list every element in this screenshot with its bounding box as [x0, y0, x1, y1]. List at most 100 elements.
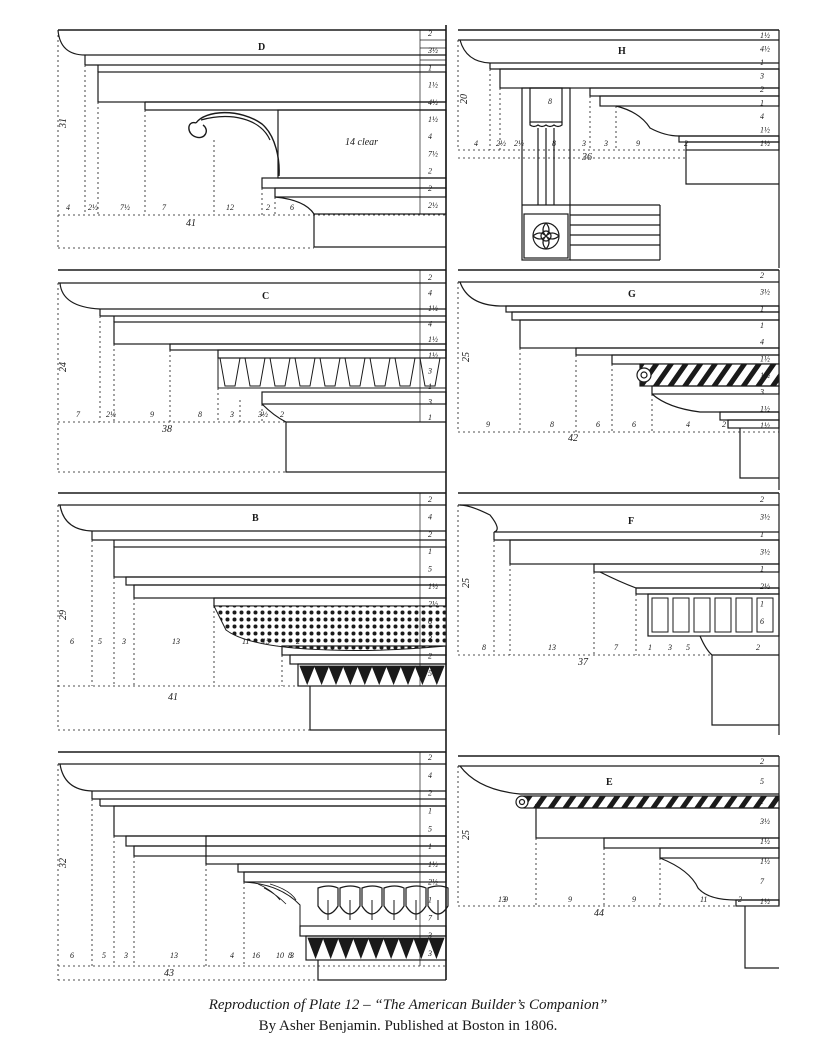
cornice-c-right-dim: 4 [428, 289, 432, 298]
cornice-f-right-dim: 1 [760, 530, 764, 539]
cornice-g-bottom-dim: 4 [686, 420, 690, 429]
cornice-h-right-dim: 1½ [760, 31, 770, 40]
cornice-h-right-dim: 4½ [760, 45, 770, 54]
cornice-a-bottom-dim: 8 [288, 951, 292, 960]
cornice-f-bottom-dim: 3 [667, 643, 672, 652]
cornice-f-right-dim: 3½ [759, 512, 770, 521]
cornice-c-bottom-dim: 8 [198, 410, 202, 419]
cornice-a-egg-and-dart [317, 885, 449, 920]
cornice-d-bottom-dim: 7 [162, 203, 167, 212]
cornice-d-right-dim: 4½ [428, 98, 438, 107]
cornice-a-bottom-dim: 5 [102, 951, 106, 960]
dentil-triangle [357, 665, 373, 686]
dentil-triangle [398, 937, 415, 960]
cornice-b-right-dim: 6 [428, 617, 432, 626]
cornice-f-right-dim: 1 [760, 565, 764, 574]
cornice-e-letter: E [606, 777, 613, 788]
dentil-triangle [382, 937, 400, 960]
cornice-c-total: 38 [161, 424, 172, 435]
cornice-a-bottom-dim: 13 [170, 951, 178, 960]
cornice-c-bottom-dim: 3 [229, 410, 234, 419]
cornice-e-right-dim: 3½ [759, 817, 770, 826]
cornice-a-right-dim: 1 [428, 896, 432, 905]
cornice-b-bottom-dim: 15 [262, 637, 270, 646]
cornice-h-right-dim: 4 [760, 112, 764, 121]
cornice-c-bottom-dim: 2 [280, 410, 284, 419]
cornice-h-bottom-dim: 8 [548, 97, 552, 106]
cornice-f-bottom-dim: 2 [756, 643, 760, 652]
cornice-d-letter: D [258, 42, 265, 53]
dentil [269, 357, 291, 387]
cornice-d-right-dim: 2½ [428, 201, 438, 210]
cornice-g-right-dim: 3½ [759, 288, 770, 297]
cornice-d-right-dim: 1½ [428, 115, 438, 124]
cornice-h-right-dim: 1½ [760, 139, 770, 148]
cornice-d-bottom-dim: 2½ [88, 203, 98, 212]
cornice-a-bottom-dim: 4 [230, 951, 234, 960]
cornice-e-right-dim: 1½ [760, 897, 770, 906]
cornice-b-right-dim: 1½ [428, 582, 438, 591]
cornice-b-bottom-dim: 5 [98, 637, 102, 646]
cornice-h-letter: H [618, 46, 626, 57]
cornice-c-right-dim: 1½ [428, 304, 438, 313]
cornice-d [57, 29, 447, 249]
cornice-f-right-dim: 2½ [760, 582, 770, 591]
cornice-a-total: 43 [164, 968, 174, 979]
cornice-d-right-dim: 7½ [428, 149, 438, 158]
dentil-triangle [352, 937, 370, 960]
dentil-triangle [385, 665, 402, 686]
dentil-triangle [400, 665, 416, 686]
dentil-triangle [367, 937, 385, 960]
cornice-f-right-dim: 1 [760, 600, 764, 609]
cornice-e-right-dim: 1½ [760, 837, 770, 846]
dentil-block [735, 597, 753, 633]
cornice-c-dentils [219, 357, 441, 387]
cornice-c-height: 24 [58, 362, 69, 372]
dentil-block [756, 597, 774, 633]
cornice-e-right-dim: 2 [760, 757, 764, 766]
cornice-h-right-dim: 2 [760, 85, 764, 94]
dentil-block [693, 597, 711, 633]
cornice-g-bottom-dim: 6 [632, 420, 636, 429]
cornice-e [457, 755, 780, 969]
dentil-triangle [414, 665, 431, 686]
egg [339, 885, 361, 915]
cornice-b-right-dim: 1 [428, 547, 432, 556]
cornice-c-bottom-dim: 9 [150, 410, 154, 419]
cornice-b-bottom-dim: 2 [296, 637, 300, 646]
cornice-e-height: 25 [461, 830, 472, 840]
cornice-g [457, 269, 780, 479]
cornice-a-right-dim: 2 [428, 753, 432, 762]
cornice-b-bottom-dim: 11 [242, 637, 249, 646]
cornice-b-bottom-dim: 13 [172, 637, 180, 646]
cornice-b-right-dim: 3 [427, 634, 432, 643]
cornice-d-right-dim: 2 [428, 184, 432, 193]
cornice-a [57, 751, 447, 981]
cornice-f-total: 37 [577, 657, 589, 668]
plate-caption-attribution: By Asher Benjamin. Published at Boston i… [258, 1018, 558, 1034]
cornice-e-bottom-dim: 9 [632, 895, 636, 904]
cornice-a-right-dim: 5 [428, 824, 432, 833]
egg [383, 885, 405, 915]
cornice-g-right-dim: 4 [760, 338, 764, 347]
cornice-a-right-dim: 1 [428, 806, 432, 815]
cornice-letters: D C B H G F E 14 clear [252, 42, 636, 788]
cornice-e-right-dim: 7 [760, 877, 765, 886]
cornice-f-right-dim: 3½ [759, 547, 770, 556]
cornice-h-bottom-dim: 2½ [496, 139, 506, 148]
cornice-a-bottom-dim: 3 [123, 951, 128, 960]
cornice-a-right-dim: 3 [427, 931, 432, 940]
cornice-b-right-dim: 2 [428, 495, 432, 504]
cornice-a-right-dim: 1 [428, 842, 432, 851]
cornice-b-bottom-dim: 3 [121, 637, 126, 646]
cornice-c-right-dim: 4 [428, 320, 432, 329]
cornice-h-height: 20 [459, 94, 470, 104]
cornice-b-right-dim: 2½ [428, 599, 438, 608]
cornice-f-bottom-dim: 5 [686, 643, 690, 652]
cornice-f-right-dim: 2 [760, 495, 764, 504]
cornice-h-right-dim: 1 [760, 58, 764, 67]
cornice-d-total: 41 [186, 218, 196, 229]
cornice-f-height: 25 [461, 578, 472, 588]
cornice-d-right-dim: 3½ [427, 46, 438, 55]
